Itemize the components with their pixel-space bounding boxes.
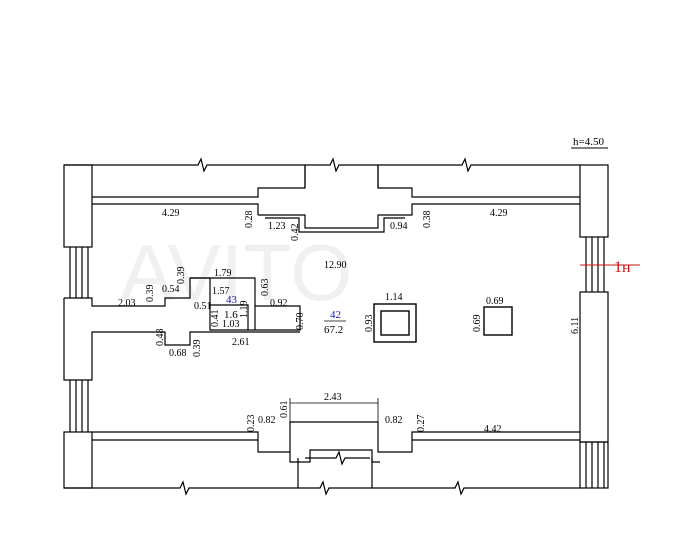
dim-label: 0.54 xyxy=(162,284,180,295)
dim-label: 0.82 xyxy=(385,415,403,426)
dim-label: 2.43 xyxy=(324,392,342,403)
room-area: 1.6 xyxy=(224,309,238,321)
level-mark: 1н xyxy=(614,259,631,276)
height-label: h=4.50 xyxy=(573,136,604,148)
room-42-label: 42 67.2 xyxy=(324,309,346,336)
dim-label: 1.14 xyxy=(385,292,403,303)
dim-label: 4.29 xyxy=(490,208,508,219)
dim-label: 1.19 xyxy=(239,301,250,319)
dim-label: 0.23 xyxy=(246,415,257,433)
dim-label: 0.39 xyxy=(176,267,187,285)
dim-label: 1.57 xyxy=(212,286,230,297)
dim-label: 2.03 xyxy=(118,298,136,309)
room-number: 43 xyxy=(226,294,238,306)
level-mark-group: 1н xyxy=(580,259,640,276)
height-label-group: h=4.50 xyxy=(571,136,608,149)
dim-label: 0.51 xyxy=(194,301,212,312)
dim-label: 0.39 xyxy=(145,285,156,303)
dim-label: 0.61 xyxy=(279,401,290,419)
dim-label: 0.82 xyxy=(258,415,276,426)
dim-label: 0.27 xyxy=(416,415,427,433)
dim-label: 6.11 xyxy=(570,317,581,334)
dim-label: 0.68 xyxy=(169,348,187,359)
dim-label: 4.29 xyxy=(162,208,180,219)
room-43-label: 43 1.6 xyxy=(224,294,238,321)
walls xyxy=(63,157,609,496)
dim-label: 4.42 xyxy=(484,424,502,435)
dim-label: 0.69 xyxy=(486,296,504,307)
column-small xyxy=(483,306,513,336)
dim-label: 0.70 xyxy=(295,313,306,331)
dim-label: 0.28 xyxy=(244,211,255,229)
watermark: AVITO xyxy=(120,228,353,317)
dim-label: 0.38 xyxy=(422,211,433,229)
dim-label: 0.39 xyxy=(192,340,203,358)
dim-label: 2.61 xyxy=(232,337,250,348)
room-number: 42 xyxy=(330,309,341,321)
column-large-inner xyxy=(380,310,410,336)
dim-label: 1.79 xyxy=(214,268,232,279)
columns xyxy=(373,303,513,343)
dim-label: 1.03 xyxy=(222,319,240,330)
dim-label: 12.90 xyxy=(324,260,347,271)
dim-label: 1.23 xyxy=(268,221,286,232)
dimension-lines xyxy=(289,398,379,422)
dimensions: 4.29 4.29 0.28 1.23 0.42 0.94 0.38 12.90… xyxy=(118,208,581,435)
dim-label: 0.48 xyxy=(155,329,166,347)
dim-label: 0.41 xyxy=(210,310,221,328)
column-large xyxy=(373,303,417,343)
dim-label: 0.42 xyxy=(290,224,301,242)
dim-label: 0.69 xyxy=(472,315,483,333)
dim-label: 0.92 xyxy=(270,298,288,309)
dim-label: 0.63 xyxy=(260,279,271,297)
room-area: 67.2 xyxy=(324,324,343,336)
dim-label: 0.94 xyxy=(390,221,408,232)
dim-label: 0.93 xyxy=(364,315,375,333)
